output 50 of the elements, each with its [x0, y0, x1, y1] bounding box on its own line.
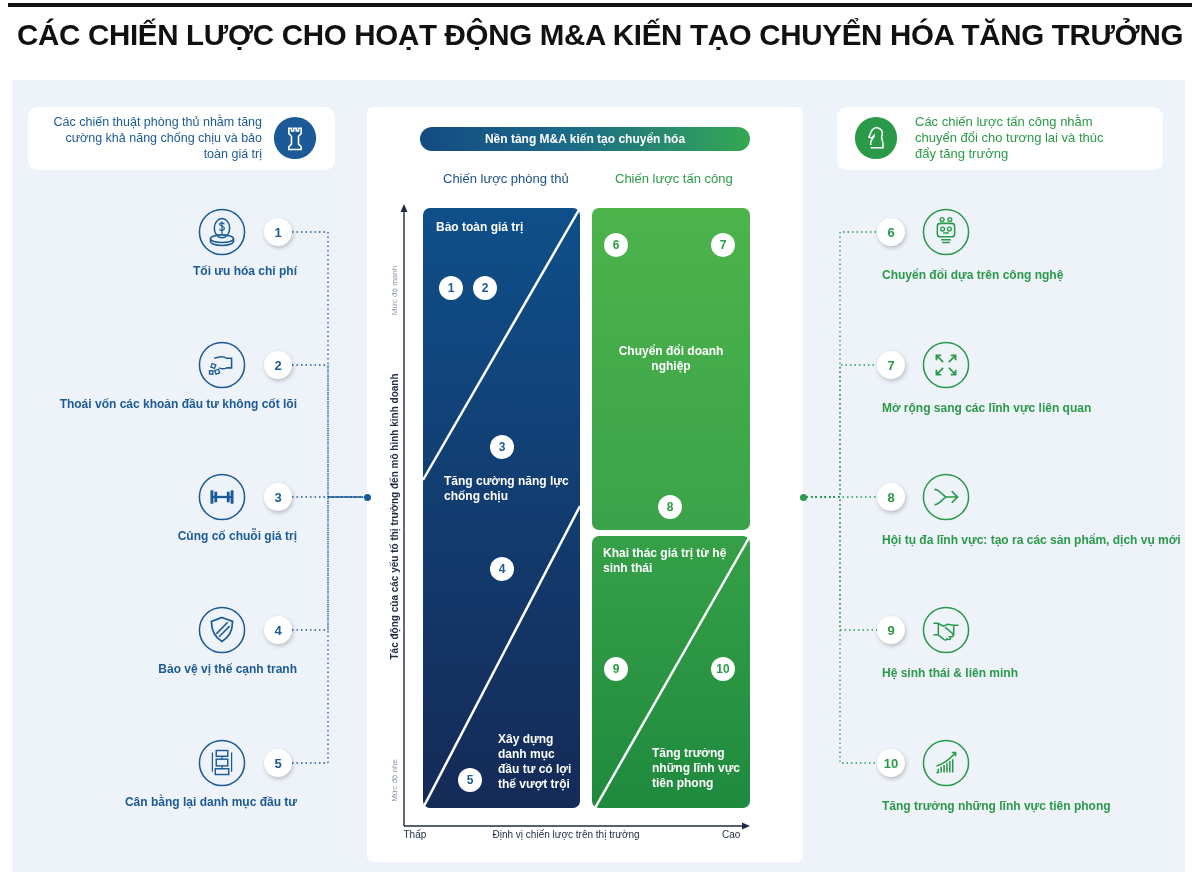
number-badge: 9 [604, 657, 628, 681]
banner-pill: Nền tảng M&A kiến tạo chuyển hóa [420, 127, 750, 151]
item-label: Bảo vệ vị thế cạnh tranh [158, 662, 297, 676]
segment-text: Xây dựng danh mục đầu tư có lợi thế vượt trội [498, 732, 573, 792]
axis-tick-label: Mức độ nhẹ [389, 758, 399, 802]
item-label: Tăng trưởng những lĩnh vực tiên phong [882, 799, 1111, 813]
number-badge: 1 [439, 276, 463, 300]
dotted-connector [291, 364, 365, 498]
header-card [28, 107, 335, 170]
number-badge: 8 [658, 495, 682, 519]
dotted-connector [805, 496, 878, 764]
connector-dot [799, 493, 807, 501]
item-label: Hội tụ đa lĩnh vực: tạo ra các sản phẩm, dịch vụ mới [882, 533, 1181, 547]
item-label: Tối ưu hóa chi phí [193, 264, 297, 278]
item-label: Cân bằng lại danh mục đầu tư [124, 795, 297, 809]
number-badge: 7 [711, 233, 735, 257]
dotted-connector [291, 231, 365, 498]
segment-text: Khai thác giá trị từ hệ sinh thái [603, 546, 728, 576]
segment-text: Tăng cường năng lực chống chịu [444, 474, 570, 504]
item-label: Củng cố chuỗi giá trị [177, 529, 297, 543]
header-card [837, 107, 1163, 170]
number-badge: 2 [473, 276, 497, 300]
matrix-panel [423, 208, 580, 808]
axis-tick-label: Mức độ mạnh [389, 265, 399, 315]
axis-tick-label: Thấp [403, 828, 427, 840]
dotted-connector [291, 496, 365, 631]
item-label: Chuyển đổi dựa trên công nghệ [882, 268, 1064, 282]
number-badge: 4 [490, 557, 514, 581]
connector-dot [363, 493, 371, 501]
matrix-panel [592, 536, 750, 808]
axis-title: Tác động của các yếu tố thị trường đến mô hình kinh doanh [388, 373, 400, 659]
number-badge: 6 [604, 233, 628, 257]
axis-tick-label: Cao [722, 828, 741, 840]
header-text: Các chiến thuật phòng thủ nhằm tăng cường khả năng chống chịu và bảo toàn giá trị [52, 114, 262, 162]
item-label: Mở rộng sang các lĩnh vực liên quan [882, 401, 1092, 415]
number-badge: 3 [490, 435, 514, 459]
axis-title: Định vị chiến lược trên thị trường [492, 828, 640, 840]
header-text: Các chiến lược tấn công nhằm chuyển đổi cho tương lai và thúc đẩy tăng trưởng [915, 114, 1105, 162]
number-badge: 5 [458, 768, 482, 792]
panel-background [367, 107, 803, 862]
segment-text: Tăng trưởng những lĩnh vực tiên phong [652, 746, 742, 791]
column-heading: Chiến lược tấn công [615, 170, 733, 186]
number-badge: 10 [711, 657, 735, 681]
item-label: Thoái vốn các khoản đầu tư không cốt lõi [59, 397, 297, 411]
column-heading: Chiến lược phòng thủ [443, 170, 569, 186]
item-label: Hệ sinh thái & liên minh [882, 666, 1018, 680]
matrix-panel [592, 208, 750, 530]
title: CÁC CHIẾN LƯỢC CHO HOẠT ĐỘNG M&A KIẾN TẠO CHUYỂN HÓA TĂNG TRƯỞNG [17, 18, 1184, 52]
segment-text: Bảo toàn giá trị [436, 220, 525, 235]
segment-text: Chuyển đổi doanh nghiệp [617, 344, 725, 374]
